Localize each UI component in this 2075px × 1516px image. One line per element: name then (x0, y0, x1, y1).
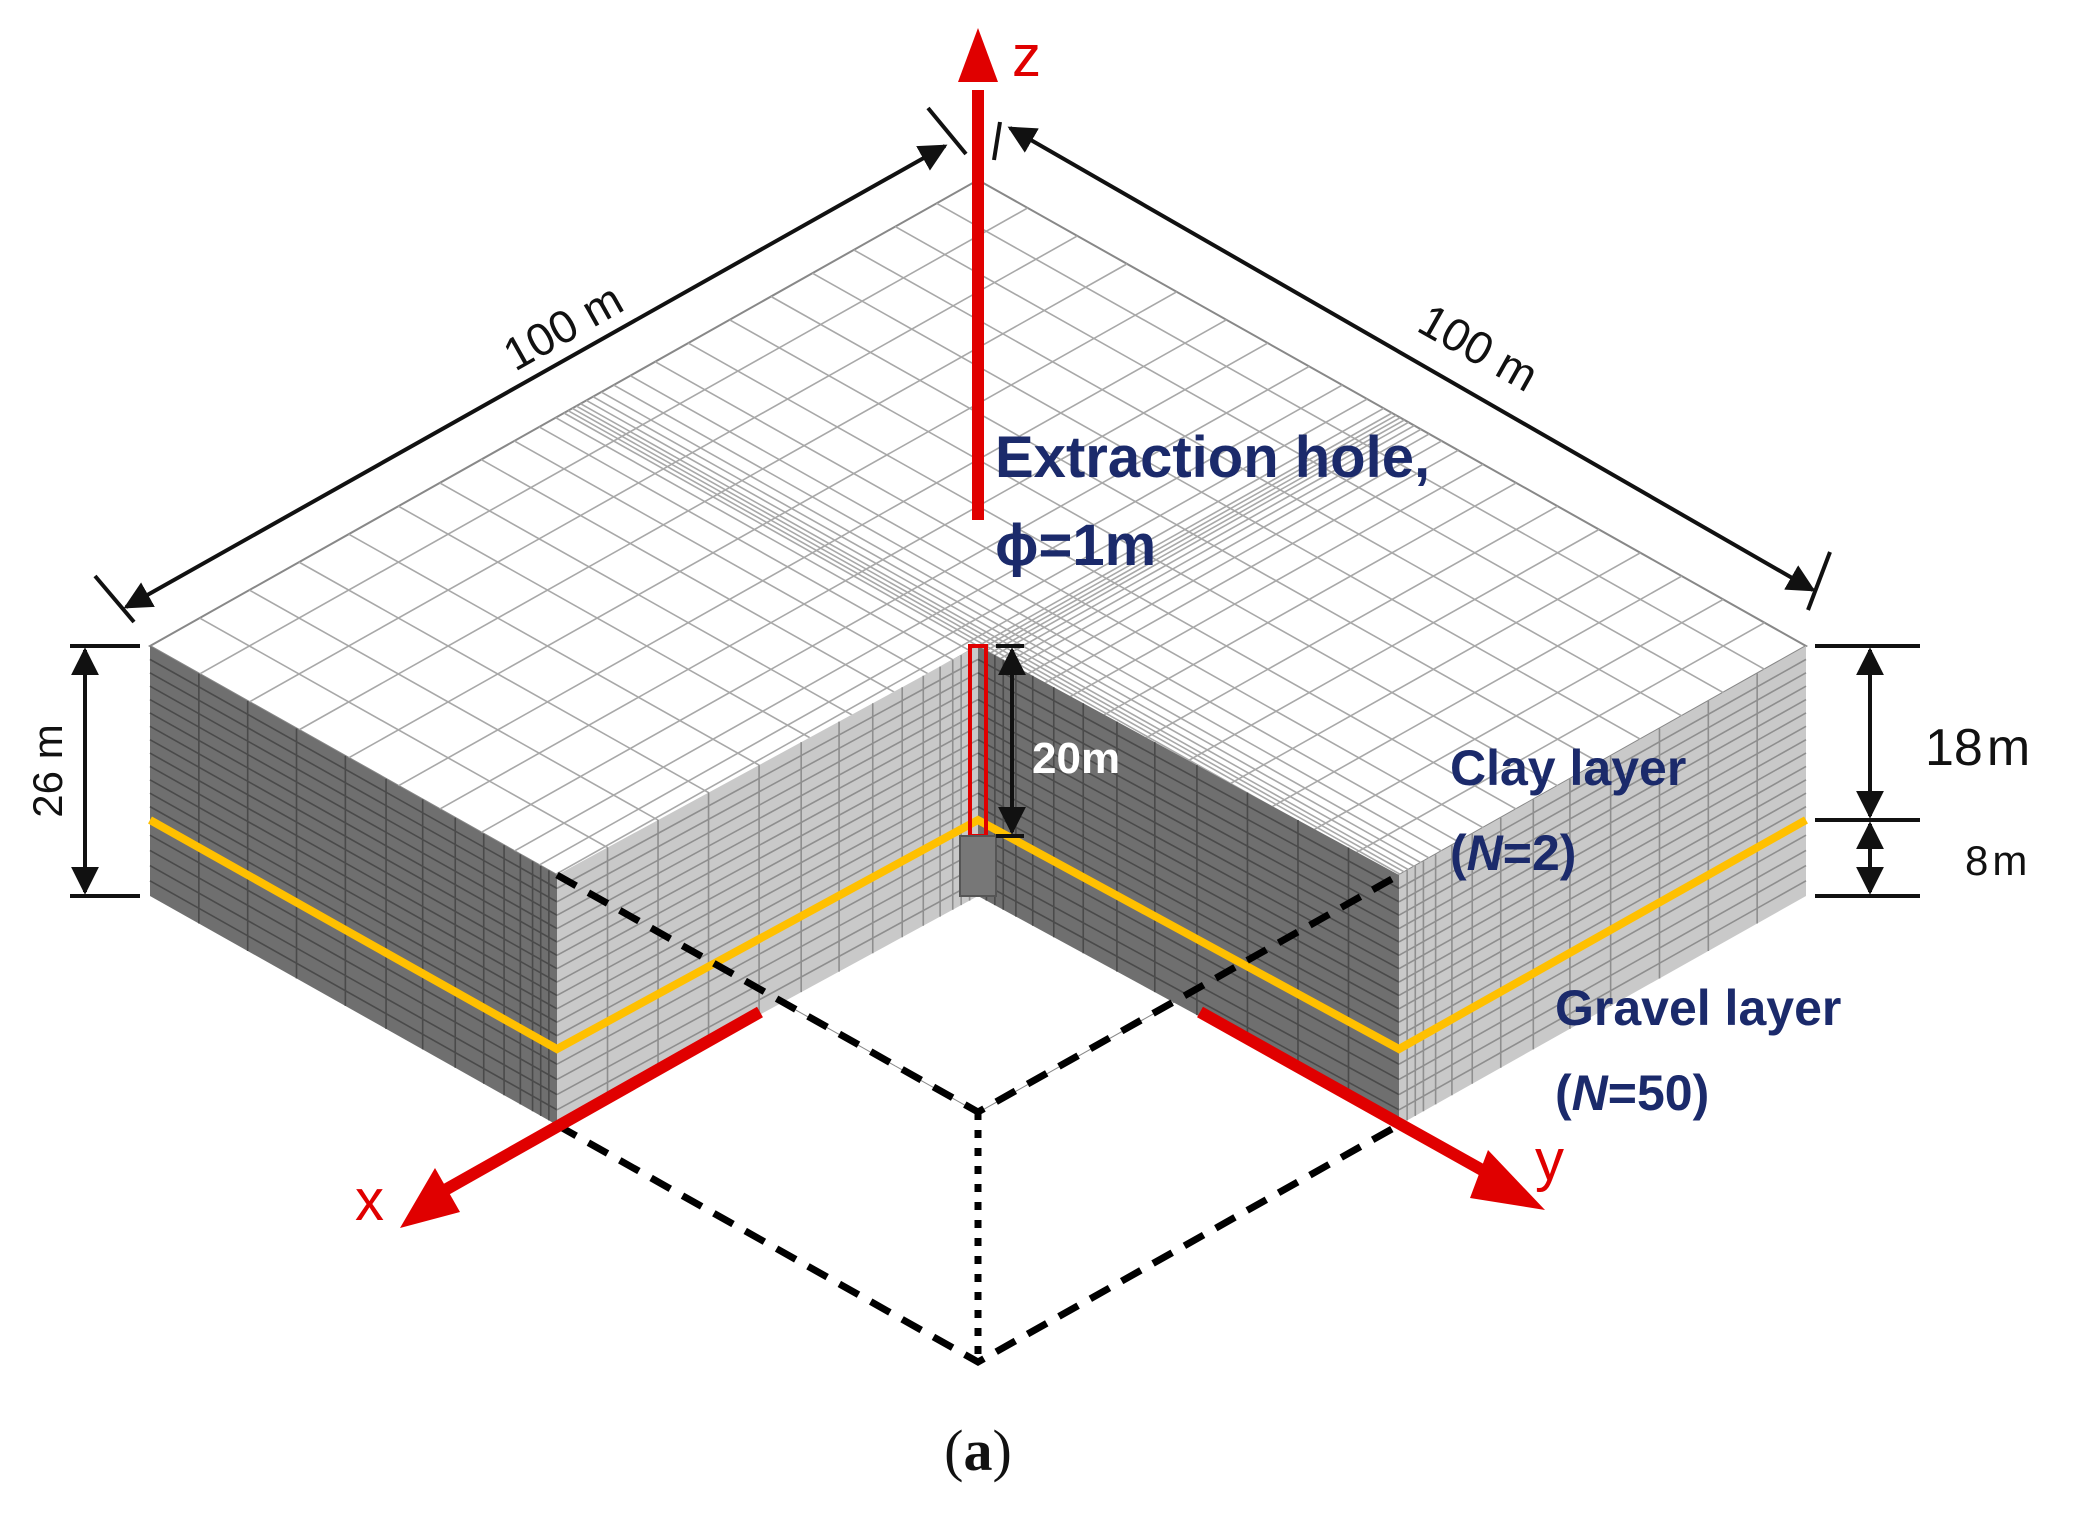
dimension-total-depth: 26 m (24, 724, 71, 817)
dimension-length-right: 100 m (1410, 293, 1547, 401)
axis-label-y: y (1535, 1128, 1564, 1193)
dimension-clay-thickness: 18m (1925, 719, 2030, 777)
gravel-layer-label: Gravel layer (1555, 980, 1841, 1036)
wall-grid-lines (149, 650, 1807, 1121)
axis-label-x: x (355, 1168, 384, 1233)
extraction-hole-diameter: ϕ=1m (995, 513, 1156, 578)
z-axis-arrowhead (958, 28, 998, 82)
hole-bottom-column (959, 835, 997, 897)
x-axis-arrowhead (400, 1168, 460, 1228)
dimension-length-left: 100 m (494, 273, 631, 381)
figure-caption: (a) (944, 1418, 1012, 1483)
clay-layer-n-value: (N=2) (1450, 825, 1576, 881)
y-axis-arrowhead (1470, 1150, 1545, 1210)
dimension-lines (70, 106, 1920, 898)
dimension-hole-depth: 20m (1032, 734, 1120, 783)
x-axis (442, 1006, 763, 1196)
extraction-hole-label: Extraction hole, (995, 425, 1430, 490)
clay-layer-label: Clay layer (1450, 740, 1686, 796)
dimension-gravel-thickness: 8m (1965, 837, 2027, 884)
clay-gravel-interface-line (148, 815, 1808, 1054)
cutaway-outline (555, 871, 1401, 1367)
axis-label-z: z (1012, 24, 1041, 89)
y-axis (1197, 1006, 1503, 1186)
gravel-layer-n-value: (N=50) (1555, 1065, 1709, 1121)
